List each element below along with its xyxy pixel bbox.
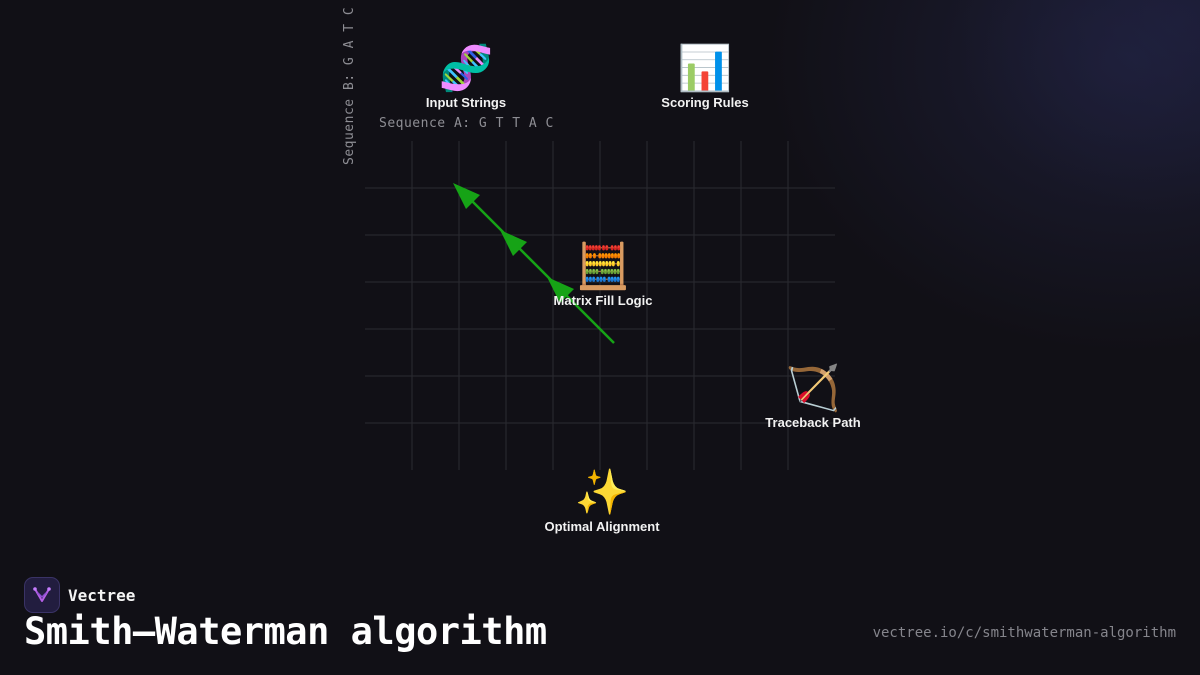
scoring-rules-node: 📊 Scoring Rules: [661, 44, 748, 110]
input-strings-node: 🧬 Input Strings: [426, 44, 506, 110]
bar-chart-icon: 📊: [677, 44, 733, 93]
traceback-path-label: Traceback Path: [765, 415, 861, 430]
sequence-a-label: Sequence A: G T T A C: [379, 116, 554, 131]
sparkles-icon: ✨: [574, 468, 630, 517]
page-title: Smith–Waterman algorithm: [24, 610, 547, 653]
input-strings-label: Input Strings: [425, 95, 507, 110]
optimal-alignment-label: Optimal Alignment: [544, 519, 660, 534]
scoring-rules-label: Scoring Rules: [661, 95, 749, 110]
dna-icon: 🧬: [438, 44, 494, 93]
abacus-icon: 🧮: [575, 242, 631, 291]
sequence-b-label: Sequence B: G A T C: [342, 6, 357, 165]
vectree-logo-icon: [24, 577, 60, 613]
arrowhead: [453, 183, 480, 209]
brand-name: Vectree: [68, 585, 136, 605]
matrix-fill-node: 🧮 Matrix Fill Logic: [554, 242, 653, 308]
traceback-arrow: [453, 183, 615, 344]
matrix-grid: [365, 141, 835, 470]
matrix-fill-label: Matrix Fill Logic: [553, 293, 653, 308]
arrowhead: [547, 277, 574, 303]
bow-and-arrow-icon: 🏹: [785, 364, 841, 413]
traceback-path-node: 🏹 Traceback Path: [765, 364, 860, 430]
arrowhead: [500, 230, 527, 256]
optimal-alignment-node: ✨ Optimal Alignment: [544, 468, 659, 534]
brand[interactable]: Vectree: [24, 577, 135, 613]
page-url-link[interactable]: vectree.io/c/smithwaterman-algorithm: [872, 625, 1176, 641]
